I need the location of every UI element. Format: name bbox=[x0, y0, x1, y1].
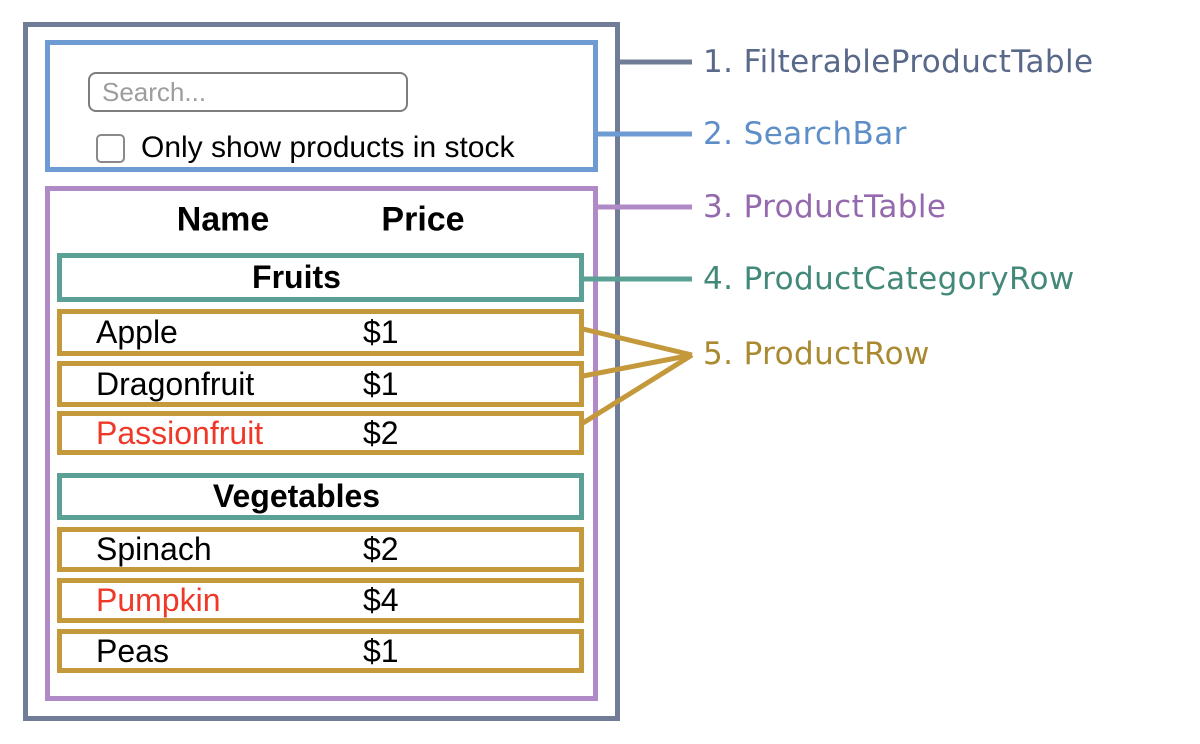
product-row-peas: Peas $1 bbox=[57, 629, 584, 673]
in-stock-checkbox-label: Only show products in stock bbox=[141, 131, 515, 164]
category-label: Fruits bbox=[252, 259, 341, 295]
product-price: $2 bbox=[363, 531, 399, 567]
legend-product-row: 5. ProductRow bbox=[703, 336, 930, 372]
product-name: Pumpkin bbox=[96, 582, 221, 618]
search-input[interactable] bbox=[88, 72, 408, 112]
product-row-passionfruit: Passionfruit $2 bbox=[57, 411, 584, 455]
product-price: $1 bbox=[363, 632, 399, 669]
product-name: Dragonfruit bbox=[96, 365, 255, 402]
in-stock-checkbox[interactable] bbox=[96, 134, 125, 163]
legend-search-bar: 2. SearchBar bbox=[703, 116, 907, 152]
product-name: Peas bbox=[96, 632, 169, 669]
legend-product-category-row: 4. ProductCategoryRow bbox=[703, 261, 1075, 297]
product-price: $4 bbox=[363, 582, 399, 618]
product-row-pumpkin: Pumpkin $4 bbox=[57, 578, 584, 623]
category-label: Vegetables bbox=[212, 478, 381, 514]
product-row-apple: Apple $1 bbox=[57, 309, 584, 356]
legend-product-table: 3. ProductTable bbox=[703, 189, 947, 225]
legend-filterable-product-table: 1. FilterableProductTable bbox=[703, 44, 1094, 80]
product-price: $1 bbox=[363, 365, 399, 402]
product-row-spinach: Spinach $2 bbox=[57, 527, 584, 572]
product-category-row-fruits: Fruits bbox=[57, 253, 584, 302]
product-price: $1 bbox=[363, 314, 399, 350]
product-price: $2 bbox=[363, 414, 399, 451]
filterable-product-table-box: Only show products in stock Name Price F… bbox=[23, 22, 620, 721]
product-name: Passionfruit bbox=[96, 414, 264, 451]
product-name: Apple bbox=[96, 314, 178, 350]
product-table-box: Name Price Fruits Apple $1 Dragonfruit $… bbox=[45, 186, 598, 701]
product-category-row-vegetables: Vegetables bbox=[57, 473, 584, 520]
column-header-price: Price bbox=[381, 200, 465, 239]
column-header-name: Name bbox=[176, 200, 270, 239]
search-bar-box: Only show products in stock bbox=[45, 40, 598, 172]
product-name: Spinach bbox=[96, 531, 212, 567]
product-row-dragonfruit: Dragonfruit $1 bbox=[57, 361, 584, 407]
